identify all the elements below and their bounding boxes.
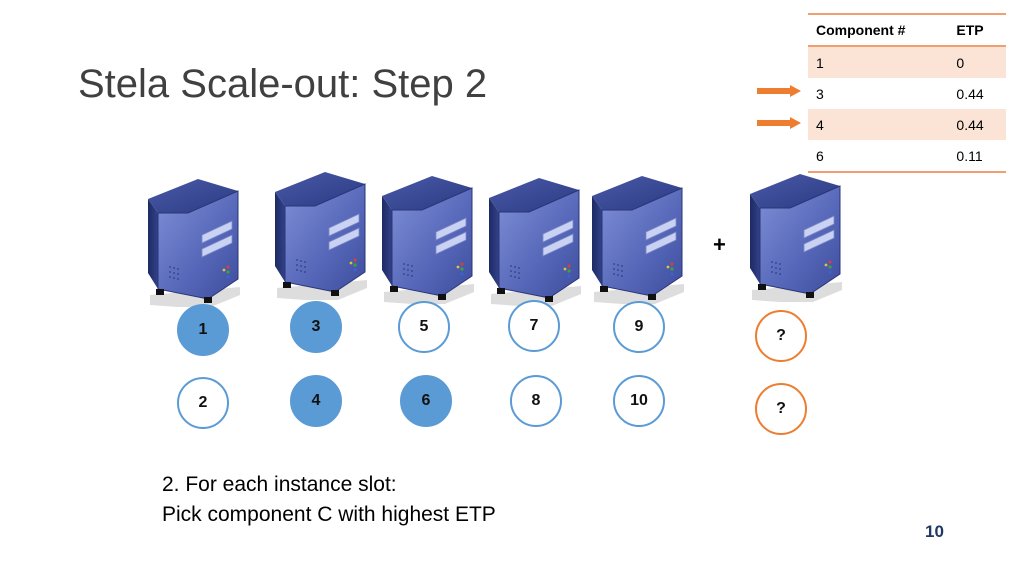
component-node: 10 <box>613 375 665 427</box>
component-cell: 1 <box>808 46 949 78</box>
table-row: 3 0.44 <box>808 78 1006 109</box>
server-icon <box>146 177 241 307</box>
component-node: 1 <box>177 304 229 356</box>
etp-table: Component # ETP 1 0 3 0.44 4 0.44 6 0.11 <box>808 13 1006 173</box>
step-caption: 2. For each instance slot: Pick componen… <box>162 470 496 530</box>
table-row: 1 0 <box>808 46 1006 78</box>
component-node: 5 <box>398 301 450 353</box>
component-node: 7 <box>508 300 560 352</box>
component-node: 8 <box>510 375 562 427</box>
highlight-arrow-row-4 <box>757 117 801 129</box>
caption-line-2: Pick component C with highest ETP <box>162 503 496 526</box>
new-slot-node: ? <box>755 310 807 362</box>
server-icon <box>380 174 475 304</box>
server-icon <box>273 170 368 300</box>
component-cell: 3 <box>816 85 824 102</box>
component-cell: 6 <box>808 140 949 173</box>
component-node: 6 <box>400 375 452 427</box>
new-slot-node: ? <box>755 383 807 435</box>
etp-cell: 0 <box>948 46 1006 78</box>
new-server-icon <box>748 172 843 302</box>
table-row: 4 0.44 <box>808 109 1006 140</box>
component-node: 9 <box>613 301 665 353</box>
server-icon <box>487 176 582 306</box>
etp-cell: 0.11 <box>948 140 1006 173</box>
etp-cell: 0.44 <box>956 85 984 102</box>
component-node: 4 <box>290 375 342 427</box>
server-icon <box>590 174 685 304</box>
caption-line-1: 2. For each instance slot: <box>162 473 397 496</box>
component-node: 3 <box>290 301 342 353</box>
table-header-row: Component # ETP <box>808 13 1006 47</box>
component-node: 2 <box>177 377 229 429</box>
plus-sign: + <box>713 232 726 257</box>
slide-title: Stela Scale-out: Step 2 <box>78 62 488 106</box>
table-row: 6 0.11 <box>808 140 1006 173</box>
column-header-component: Component # <box>808 13 949 47</box>
page-number: 10 <box>925 522 944 541</box>
column-header-etp: ETP <box>948 13 1006 47</box>
component-cell: 4 <box>808 109 949 140</box>
highlight-arrow-row-3 <box>757 85 801 97</box>
etp-cell: 0.44 <box>948 109 1006 140</box>
